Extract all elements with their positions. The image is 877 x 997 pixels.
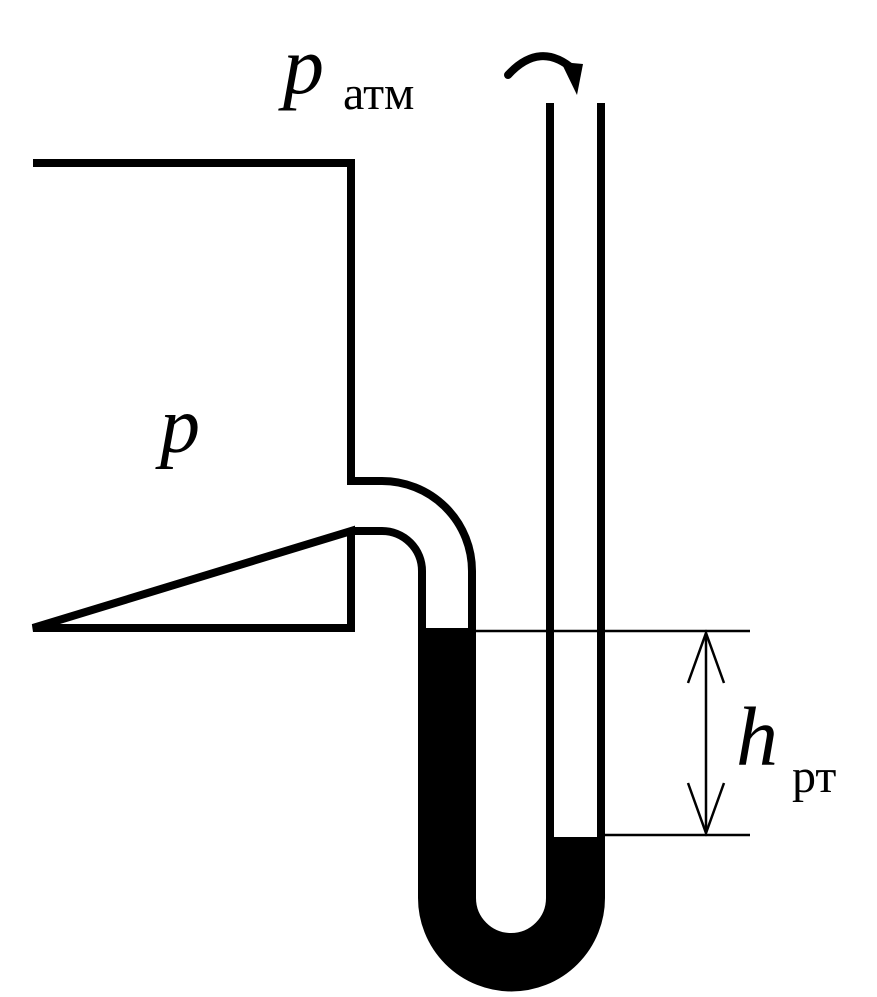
vessel-pressure-label: p [155,382,200,470]
atm-pressure-symbol: p [278,20,324,111]
height-arrow-top-icon [686,629,726,684]
atm-pressure-subscript: атм [343,67,414,120]
mercury-column [422,628,601,988]
atmosphere-arrowhead-icon [561,62,583,95]
height-subscript: рт [792,750,836,803]
height-symbol: h [736,691,778,784]
u-tube-inner-wall [468,103,554,941]
u-tube-outer-wall [418,103,605,992]
vessel-outline [31,159,476,632]
height-arrow-bottom-icon [686,782,726,837]
